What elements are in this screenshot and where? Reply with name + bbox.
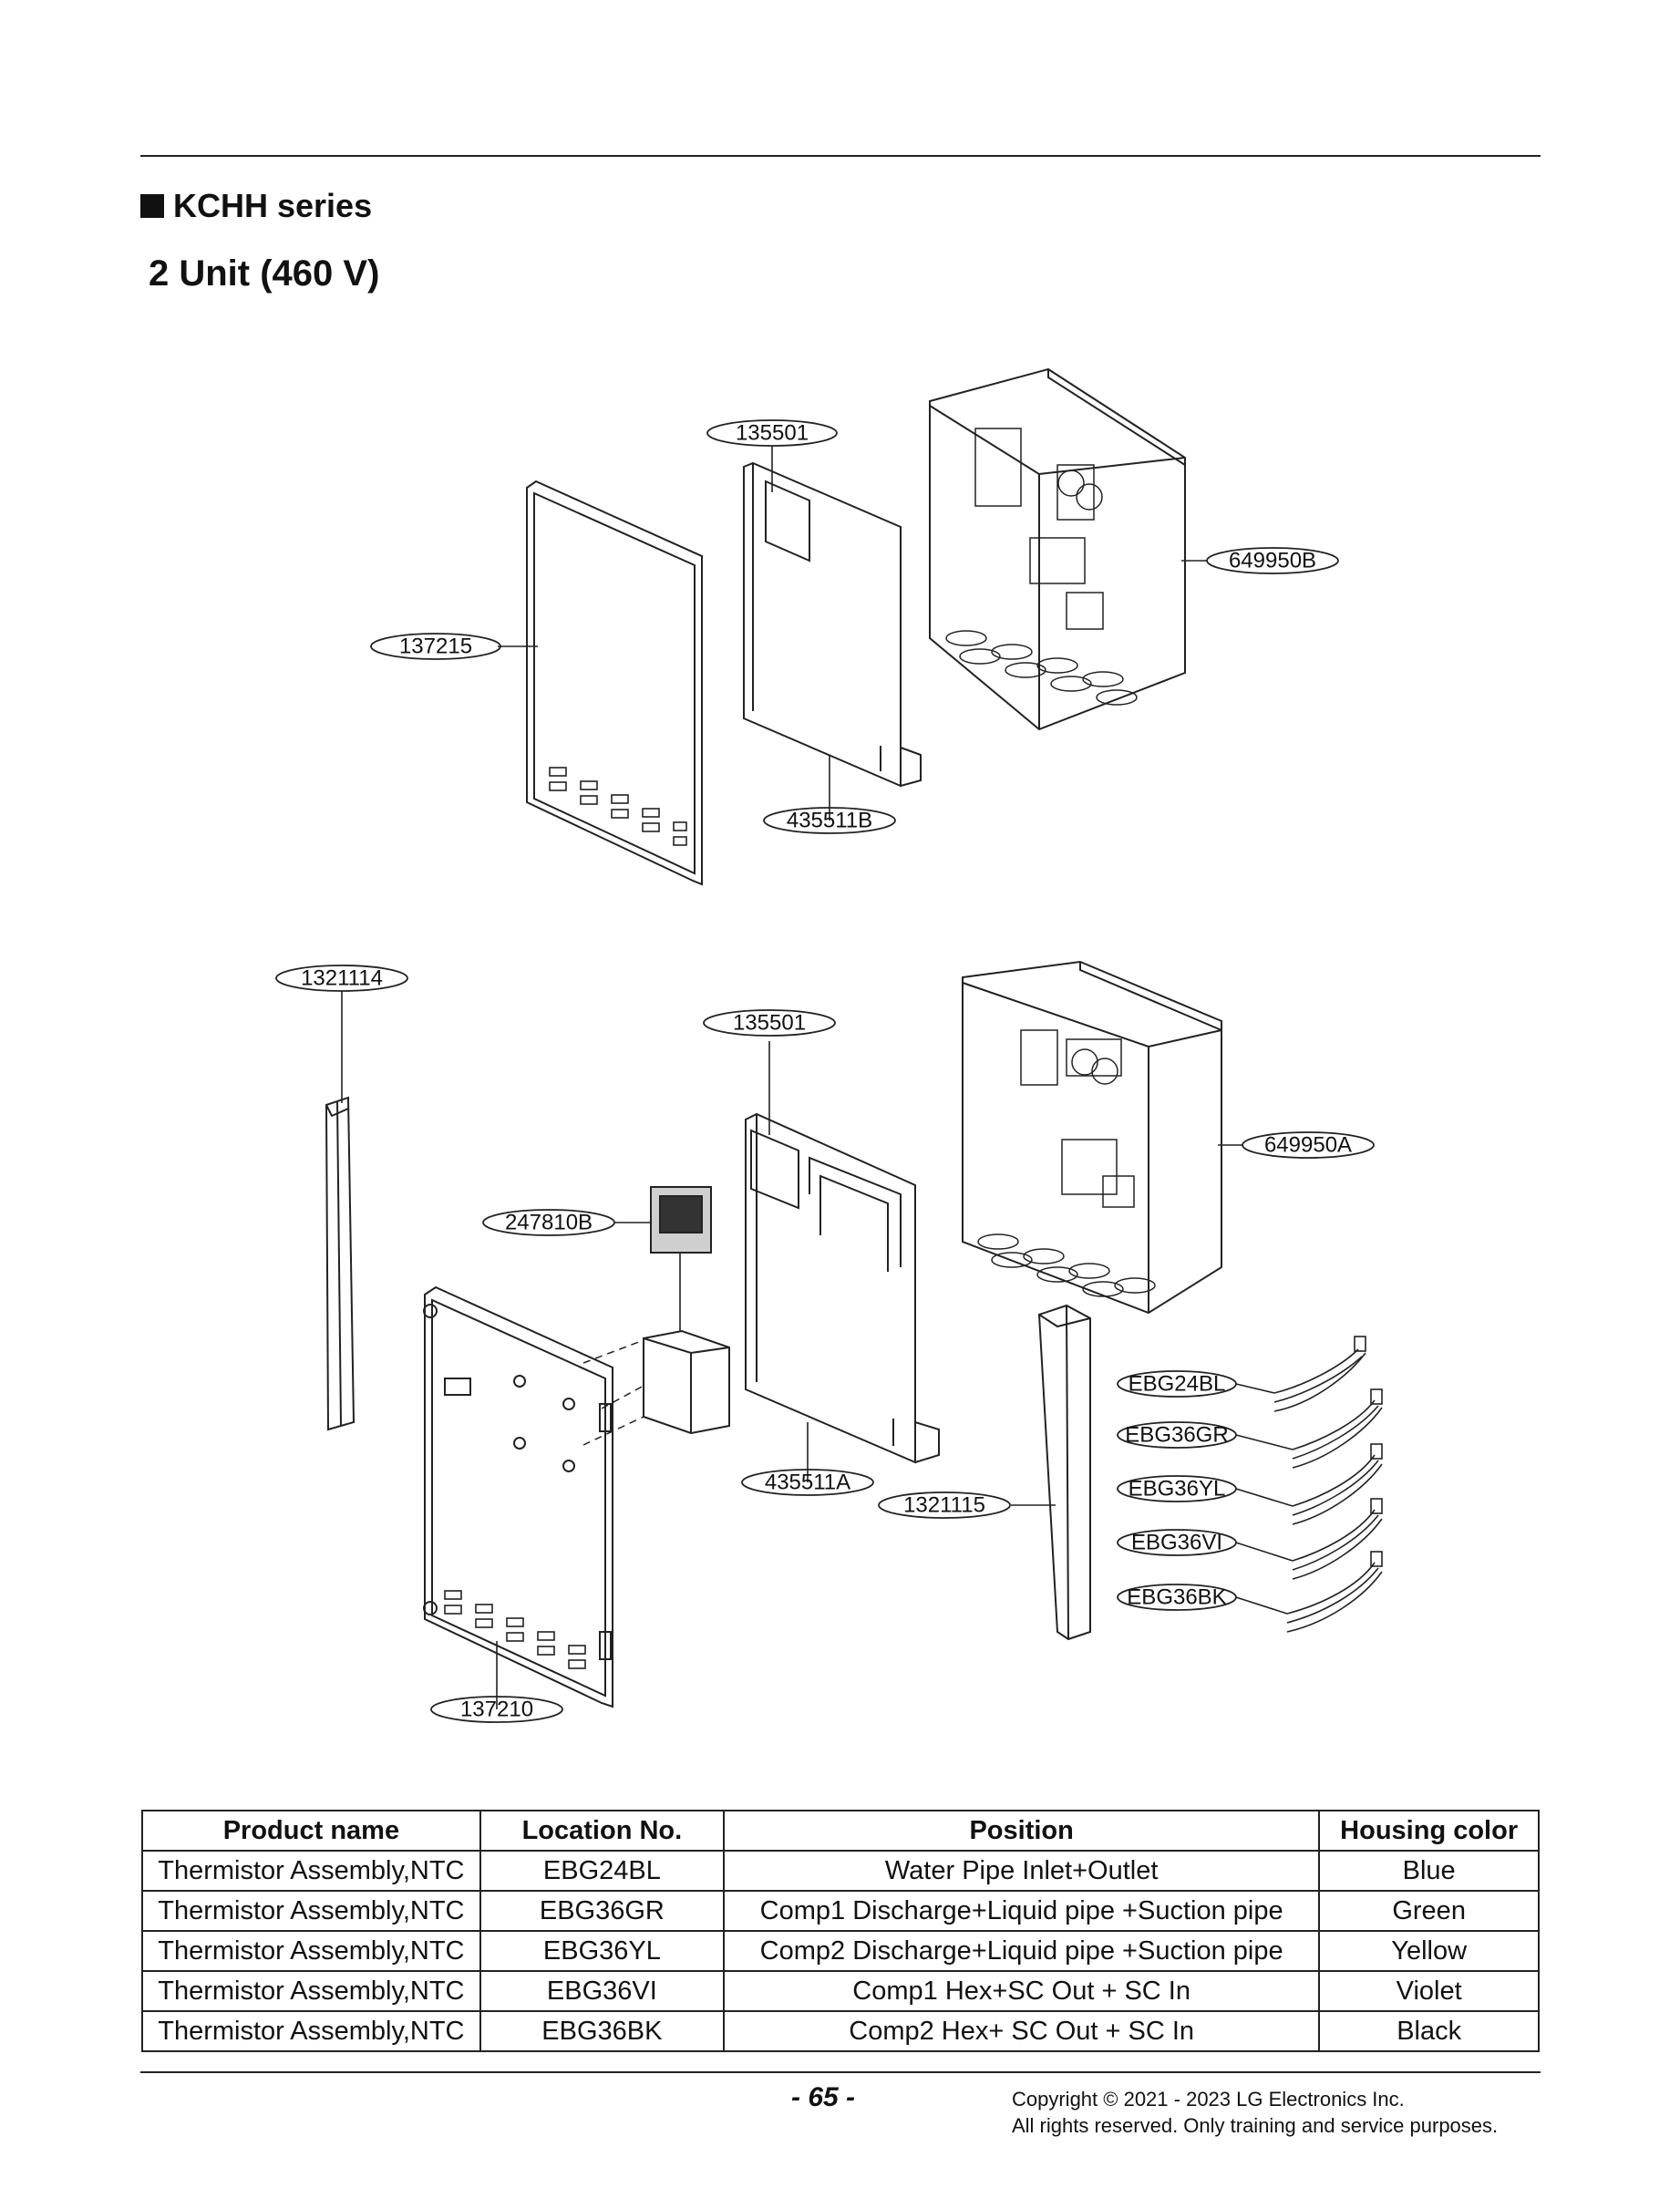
callout-137215: 137215 [399,635,472,659]
col-header-product-name: Product name [141,1810,481,1852]
copyright-notice: Copyright © 2021 - 2023 LG Electronics I… [1012,2086,1498,2139]
cell-housing-color: Green [1318,1890,1540,1932]
table-row: Thermistor Assembly,NTC EBG36GR Comp1 Di… [141,1890,1540,1932]
cell-position: Comp1 Hex+SC Out + SC In [722,1970,1321,2012]
cell-housing-color: Black [1318,2010,1540,2052]
cell-location-no: EBG24BL [479,1850,725,1892]
cell-location-no: EBG36VI [479,1970,725,2012]
cell-product-name: Thermistor Assembly,NTC [141,1930,481,1972]
cell-location-no: EBG36YL [479,1930,725,1972]
col-header-position: Position [722,1810,1321,1852]
side-bracket-1321114 [325,1096,356,1431]
display-mount [582,1329,730,1446]
section-heading: KCHH series [140,187,372,225]
cell-housing-color: Violet [1318,1970,1540,2012]
callout-ellipses [275,419,1375,1723]
cell-product-name: Thermistor Assembly,NTC [141,1970,481,2012]
cell-position: Comp2 Discharge+Liquid pipe +Suction pip… [722,1930,1321,1972]
callout-EBG36VI: EBG36VI [1131,1531,1222,1555]
callout-EBG36GR: EBG36GR [1125,1423,1228,1448]
cell-location-no: EBG36BK [479,2010,725,2052]
callout-247810B: 247810B [505,1211,593,1235]
front-panel-137215 [526,480,703,886]
col-header-location-no: Location No. [479,1810,725,1852]
square-bullet-icon [140,194,164,218]
cell-position: Comp2 Hex+ SC Out + SC In [722,2010,1321,2052]
col-header-housing-color: Housing color [1318,1810,1540,1852]
display-247810B [650,1186,712,1254]
callout-1321115: 1321115 [903,1493,985,1518]
callout-1321114: 1321114 [301,966,383,991]
bottom-rule [140,2071,1541,2073]
cell-location-no: EBG36GR [479,1890,725,1932]
cell-product-name: Thermistor Assembly,NTC [141,1890,481,1932]
page-number: - 65 - [791,2082,856,2112]
section-title: KCHH series [173,187,373,224]
callout-EBG24BL: EBG24BL [1129,1372,1226,1397]
top-rule [140,155,1541,157]
table-row: Thermistor Assembly,NTC EBG24BL Water Pi… [141,1850,1540,1892]
cell-position: Comp1 Discharge+Liquid pipe +Suction pip… [722,1890,1321,1932]
callout-EBG36BK: EBG36BK [1127,1585,1226,1610]
callout-137210: 137210 [460,1698,533,1722]
callout-135501-top: 135501 [736,421,809,446]
cell-product-name: Thermistor Assembly,NTC [141,1850,481,1892]
callout-435511A: 435511A [765,1471,850,1495]
exploded-parts-diagram: 135501 649950B 137215 435511B 1321114 13… [275,367,1383,1723]
cell-position: Water Pipe Inlet+Outlet [722,1850,1321,1892]
table-row: Thermistor Assembly,NTC EBG36YL Comp2 Di… [141,1930,1540,1972]
leader-lines [341,446,1293,1709]
cell-product-name: Thermistor Assembly,NTC [141,2010,481,2052]
callout-435511B: 435511B [787,809,872,833]
inner-plate-435511B [743,461,922,788]
cell-housing-color: Yellow [1318,1930,1540,1972]
table-row: Thermistor Assembly,NTC EBG36VI Comp1 He… [141,1970,1540,2012]
front-door-137210 [423,1285,613,1708]
copyright-line-1: Copyright © 2021 - 2023 LG Electronics I… [1012,2088,1405,2111]
copyright-line-2: All rights reserved. Only training and s… [1012,2114,1499,2137]
unit-subtitle: 2 Unit (460 V) [149,253,380,294]
table-row: Thermistor Assembly,NTC EBG36BK Comp2 He… [141,2010,1540,2052]
inner-plate-435511A [745,1112,940,1464]
callout-135501-bottom: 135501 [733,1011,806,1036]
control-box-649950A [962,960,1222,1315]
table-header-row: Product name Location No. Position Housi… [141,1810,1540,1852]
callout-649950A: 649950A [1264,1133,1352,1158]
thermistor-wires [1273,1336,1383,1633]
control-box-649950B [929,367,1186,731]
callout-649950B: 649950B [1229,549,1316,573]
callout-EBG36YL: EBG36YL [1129,1477,1226,1502]
side-bracket-1321115 [1037,1304,1091,1641]
thermistor-parts-table: Product name Location No. Position Housi… [141,1810,1540,2052]
cell-housing-color: Blue [1318,1850,1540,1892]
